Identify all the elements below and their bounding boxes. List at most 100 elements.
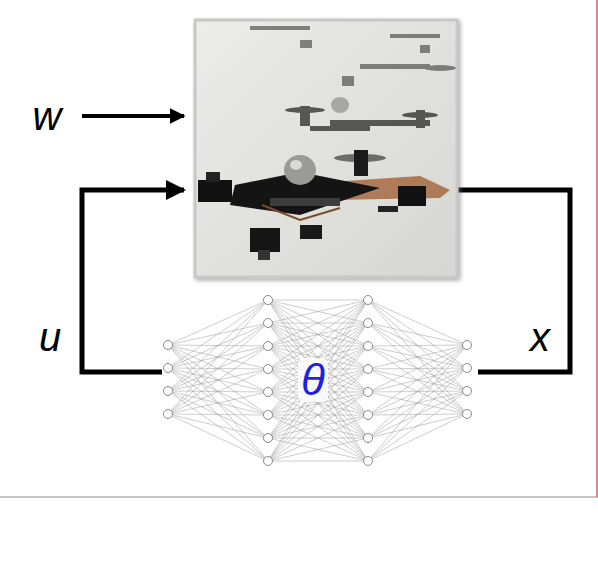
network-link <box>368 391 467 461</box>
neuron <box>164 410 173 419</box>
network-link <box>168 392 268 414</box>
neuron <box>264 342 273 351</box>
neuron <box>264 365 273 374</box>
network-link <box>268 300 368 438</box>
network-link <box>268 300 368 323</box>
parameter-node: θ <box>298 358 328 402</box>
network-link <box>268 300 368 438</box>
state-wire <box>457 190 570 372</box>
network-link <box>168 300 268 368</box>
network-link <box>268 438 368 461</box>
neuron <box>164 387 173 396</box>
neuron <box>364 342 373 351</box>
network-link <box>268 461 368 462</box>
network-link <box>268 438 368 461</box>
network-link <box>168 346 268 414</box>
network-link <box>268 346 368 461</box>
border-line <box>596 0 598 497</box>
neuron <box>364 296 373 305</box>
network-link <box>268 346 368 438</box>
network-link <box>268 323 368 415</box>
network-link <box>168 368 268 438</box>
network-link <box>368 300 467 391</box>
network-link <box>268 300 368 346</box>
network-link <box>268 323 368 438</box>
network-link <box>368 323 467 391</box>
network-link <box>168 414 268 461</box>
network-link <box>268 300 368 461</box>
network-link <box>368 346 467 368</box>
network-link <box>368 323 467 368</box>
network-link <box>268 346 368 461</box>
network-link <box>268 300 368 346</box>
neuron <box>264 296 273 305</box>
network-link <box>368 300 467 414</box>
neuron <box>463 410 472 419</box>
parameter-symbol: θ <box>301 358 325 402</box>
network-link <box>368 345 467 415</box>
disturbance-arrow <box>82 114 184 118</box>
network-link <box>268 323 368 438</box>
drone-photo <box>195 20 457 277</box>
network-link <box>268 415 368 461</box>
neuron <box>364 434 373 443</box>
control-wire <box>82 190 184 372</box>
network-link <box>368 345 467 346</box>
network-link <box>368 323 467 414</box>
network-link <box>168 368 268 461</box>
network-link <box>168 300 268 345</box>
state-label: x <box>530 317 550 357</box>
network-link <box>268 323 368 415</box>
neuron <box>364 365 373 374</box>
network-link <box>268 346 368 415</box>
network-link <box>168 391 268 415</box>
network-link <box>168 414 268 438</box>
network-link <box>268 300 368 301</box>
network-link <box>268 323 368 461</box>
network-link <box>168 391 268 438</box>
neuron <box>364 388 373 397</box>
network-link <box>168 369 268 414</box>
divider-line <box>0 497 598 498</box>
network-link <box>268 392 368 461</box>
neuron <box>264 319 273 328</box>
neuron <box>164 341 173 350</box>
neuron <box>264 411 273 420</box>
neuron <box>264 434 273 443</box>
disturbance-label: w <box>33 96 62 136</box>
network-link <box>368 300 467 368</box>
neural-network <box>164 296 472 466</box>
network-link <box>168 345 268 438</box>
network-link <box>168 414 268 415</box>
network-link <box>268 346 368 415</box>
network-link <box>268 300 368 415</box>
network-link <box>268 300 368 415</box>
network-link <box>268 346 368 438</box>
neuron <box>463 364 472 373</box>
network-link <box>368 346 467 391</box>
neuron <box>364 457 373 466</box>
network-link <box>268 300 368 323</box>
neuron <box>164 364 173 373</box>
neuron <box>264 457 273 466</box>
network-link <box>368 346 467 414</box>
control-label: u <box>39 317 61 357</box>
network-link <box>368 345 467 369</box>
network-link <box>268 392 368 461</box>
network-link <box>168 368 268 415</box>
network-link <box>268 323 368 461</box>
neuron <box>463 387 472 396</box>
network-link <box>368 323 467 345</box>
network-link <box>368 345 467 392</box>
network-link <box>168 300 268 391</box>
neuron <box>463 341 472 350</box>
neuron <box>264 388 273 397</box>
neuron <box>364 319 373 328</box>
network-link <box>168 345 268 461</box>
network-link <box>368 414 467 461</box>
network-link <box>168 323 268 414</box>
neuron <box>364 411 373 420</box>
network-link <box>268 300 368 461</box>
